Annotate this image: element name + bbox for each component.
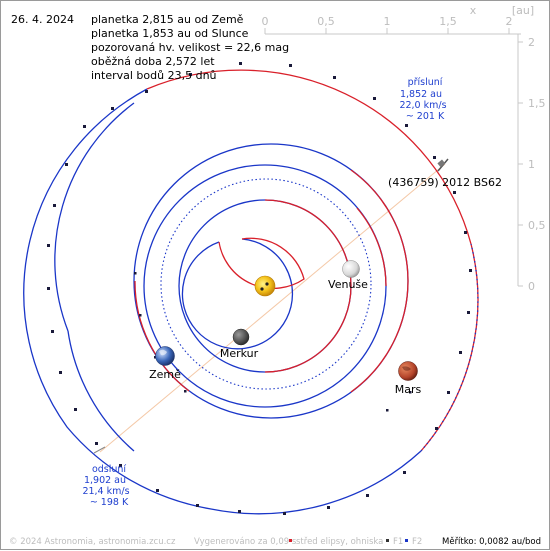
date-label: 26. 4. 2024 bbox=[11, 13, 74, 26]
x-tick-label: 0 bbox=[262, 15, 269, 28]
asteroid-marker bbox=[437, 158, 449, 172]
x-tick-label: 2 bbox=[506, 15, 513, 28]
x-tick-label: 1,5 bbox=[439, 15, 457, 28]
f1-legend-marker bbox=[386, 539, 389, 542]
info-line: planetka 1,853 au od Slunce bbox=[91, 27, 249, 40]
aphelion-temp: ~ 198 K bbox=[90, 497, 129, 508]
aphelion-title: odsluní bbox=[92, 464, 126, 475]
legend-f2-text: F2 bbox=[412, 537, 422, 547]
earth-icon bbox=[155, 346, 175, 366]
f2-legend-marker bbox=[405, 539, 408, 542]
venus-icon bbox=[342, 260, 360, 278]
orbit-points bbox=[47, 62, 472, 515]
info-line: pozorovaná hv. velikost = 22,6 mag bbox=[91, 41, 289, 54]
y-tick-label: 0 bbox=[528, 280, 535, 293]
info-line: oběžná doba 2,572 let bbox=[91, 55, 215, 68]
aphelion-speed: 21,4 km/s bbox=[82, 486, 129, 497]
asteroid-projection bbox=[160, 178, 372, 390]
perihelion-info: přísluní 1,852 au 22,0 km/s ~ 201 K bbox=[399, 77, 446, 122]
asteroid-label: (436759) 2012 BS62 bbox=[388, 176, 502, 189]
perihelion-temp: ~ 201 K bbox=[406, 111, 445, 122]
copyright-text: © 2024 Astronomia, astronomia.zcu.cz bbox=[9, 537, 176, 547]
y-tick-label: 0,5 bbox=[528, 219, 546, 232]
scale-text: Měřítko: 0,0082 au/bod bbox=[442, 537, 541, 547]
mercury-orbit bbox=[181, 237, 305, 350]
earth-orbit bbox=[143, 164, 387, 408]
apsidal-line bbox=[99, 163, 446, 453]
mars-label: Mars bbox=[395, 383, 422, 396]
x-tick-label: 0,5 bbox=[317, 15, 335, 28]
footer: © 2024 Astronomia, astronomia.zcu.cz Vyg… bbox=[9, 537, 541, 547]
center-legend-marker bbox=[289, 539, 292, 542]
venus-label: Venuše bbox=[328, 278, 368, 291]
venus-orbit bbox=[178, 199, 352, 373]
x-tick-label: 1 bbox=[384, 15, 391, 28]
mars-icon bbox=[398, 361, 418, 381]
legend-f1-text: F1 bbox=[393, 537, 403, 547]
y-tick-label: 1,5 bbox=[528, 97, 546, 110]
aphelion-distance: 1,902 au bbox=[84, 475, 126, 486]
y-axis: 2 1,5 1 0,5 0 bbox=[517, 34, 546, 293]
asteroid-orbit bbox=[23, 69, 479, 515]
generated-text: Vygenerováno za 0,09 s bbox=[194, 537, 297, 547]
aphelion-info: odsluní 1,902 au 21,4 km/s ~ 198 K bbox=[82, 464, 129, 508]
mercury-label: Merkur bbox=[220, 347, 259, 360]
info-line: interval bodů 23,5 dnů bbox=[91, 69, 217, 82]
aphelion-marker bbox=[93, 446, 106, 454]
y-tick-label: 1 bbox=[528, 158, 535, 171]
info-line: planetka 2,815 au od Země bbox=[91, 13, 244, 26]
mars-orbit bbox=[133, 143, 409, 419]
perihelion-distance: 1,852 au bbox=[400, 89, 442, 100]
earth-label: Země bbox=[149, 368, 181, 381]
x-axis: 0 0,5 1 1,5 2 x [au] bbox=[262, 4, 534, 35]
x-axis-label: x bbox=[470, 4, 477, 17]
perihelion-speed: 22,0 km/s bbox=[399, 100, 446, 111]
y-tick-label: 2 bbox=[528, 36, 535, 49]
perihelion-title: přísluní bbox=[408, 77, 443, 88]
sun-icon bbox=[254, 275, 276, 297]
info-block: 26. 4. 2024 planetka 2,815 au od Země pl… bbox=[11, 13, 289, 82]
legend-center-text: střed elipsy, ohniska bbox=[296, 537, 383, 547]
unit-label: [au] bbox=[512, 4, 534, 17]
mercury-icon bbox=[232, 328, 250, 346]
